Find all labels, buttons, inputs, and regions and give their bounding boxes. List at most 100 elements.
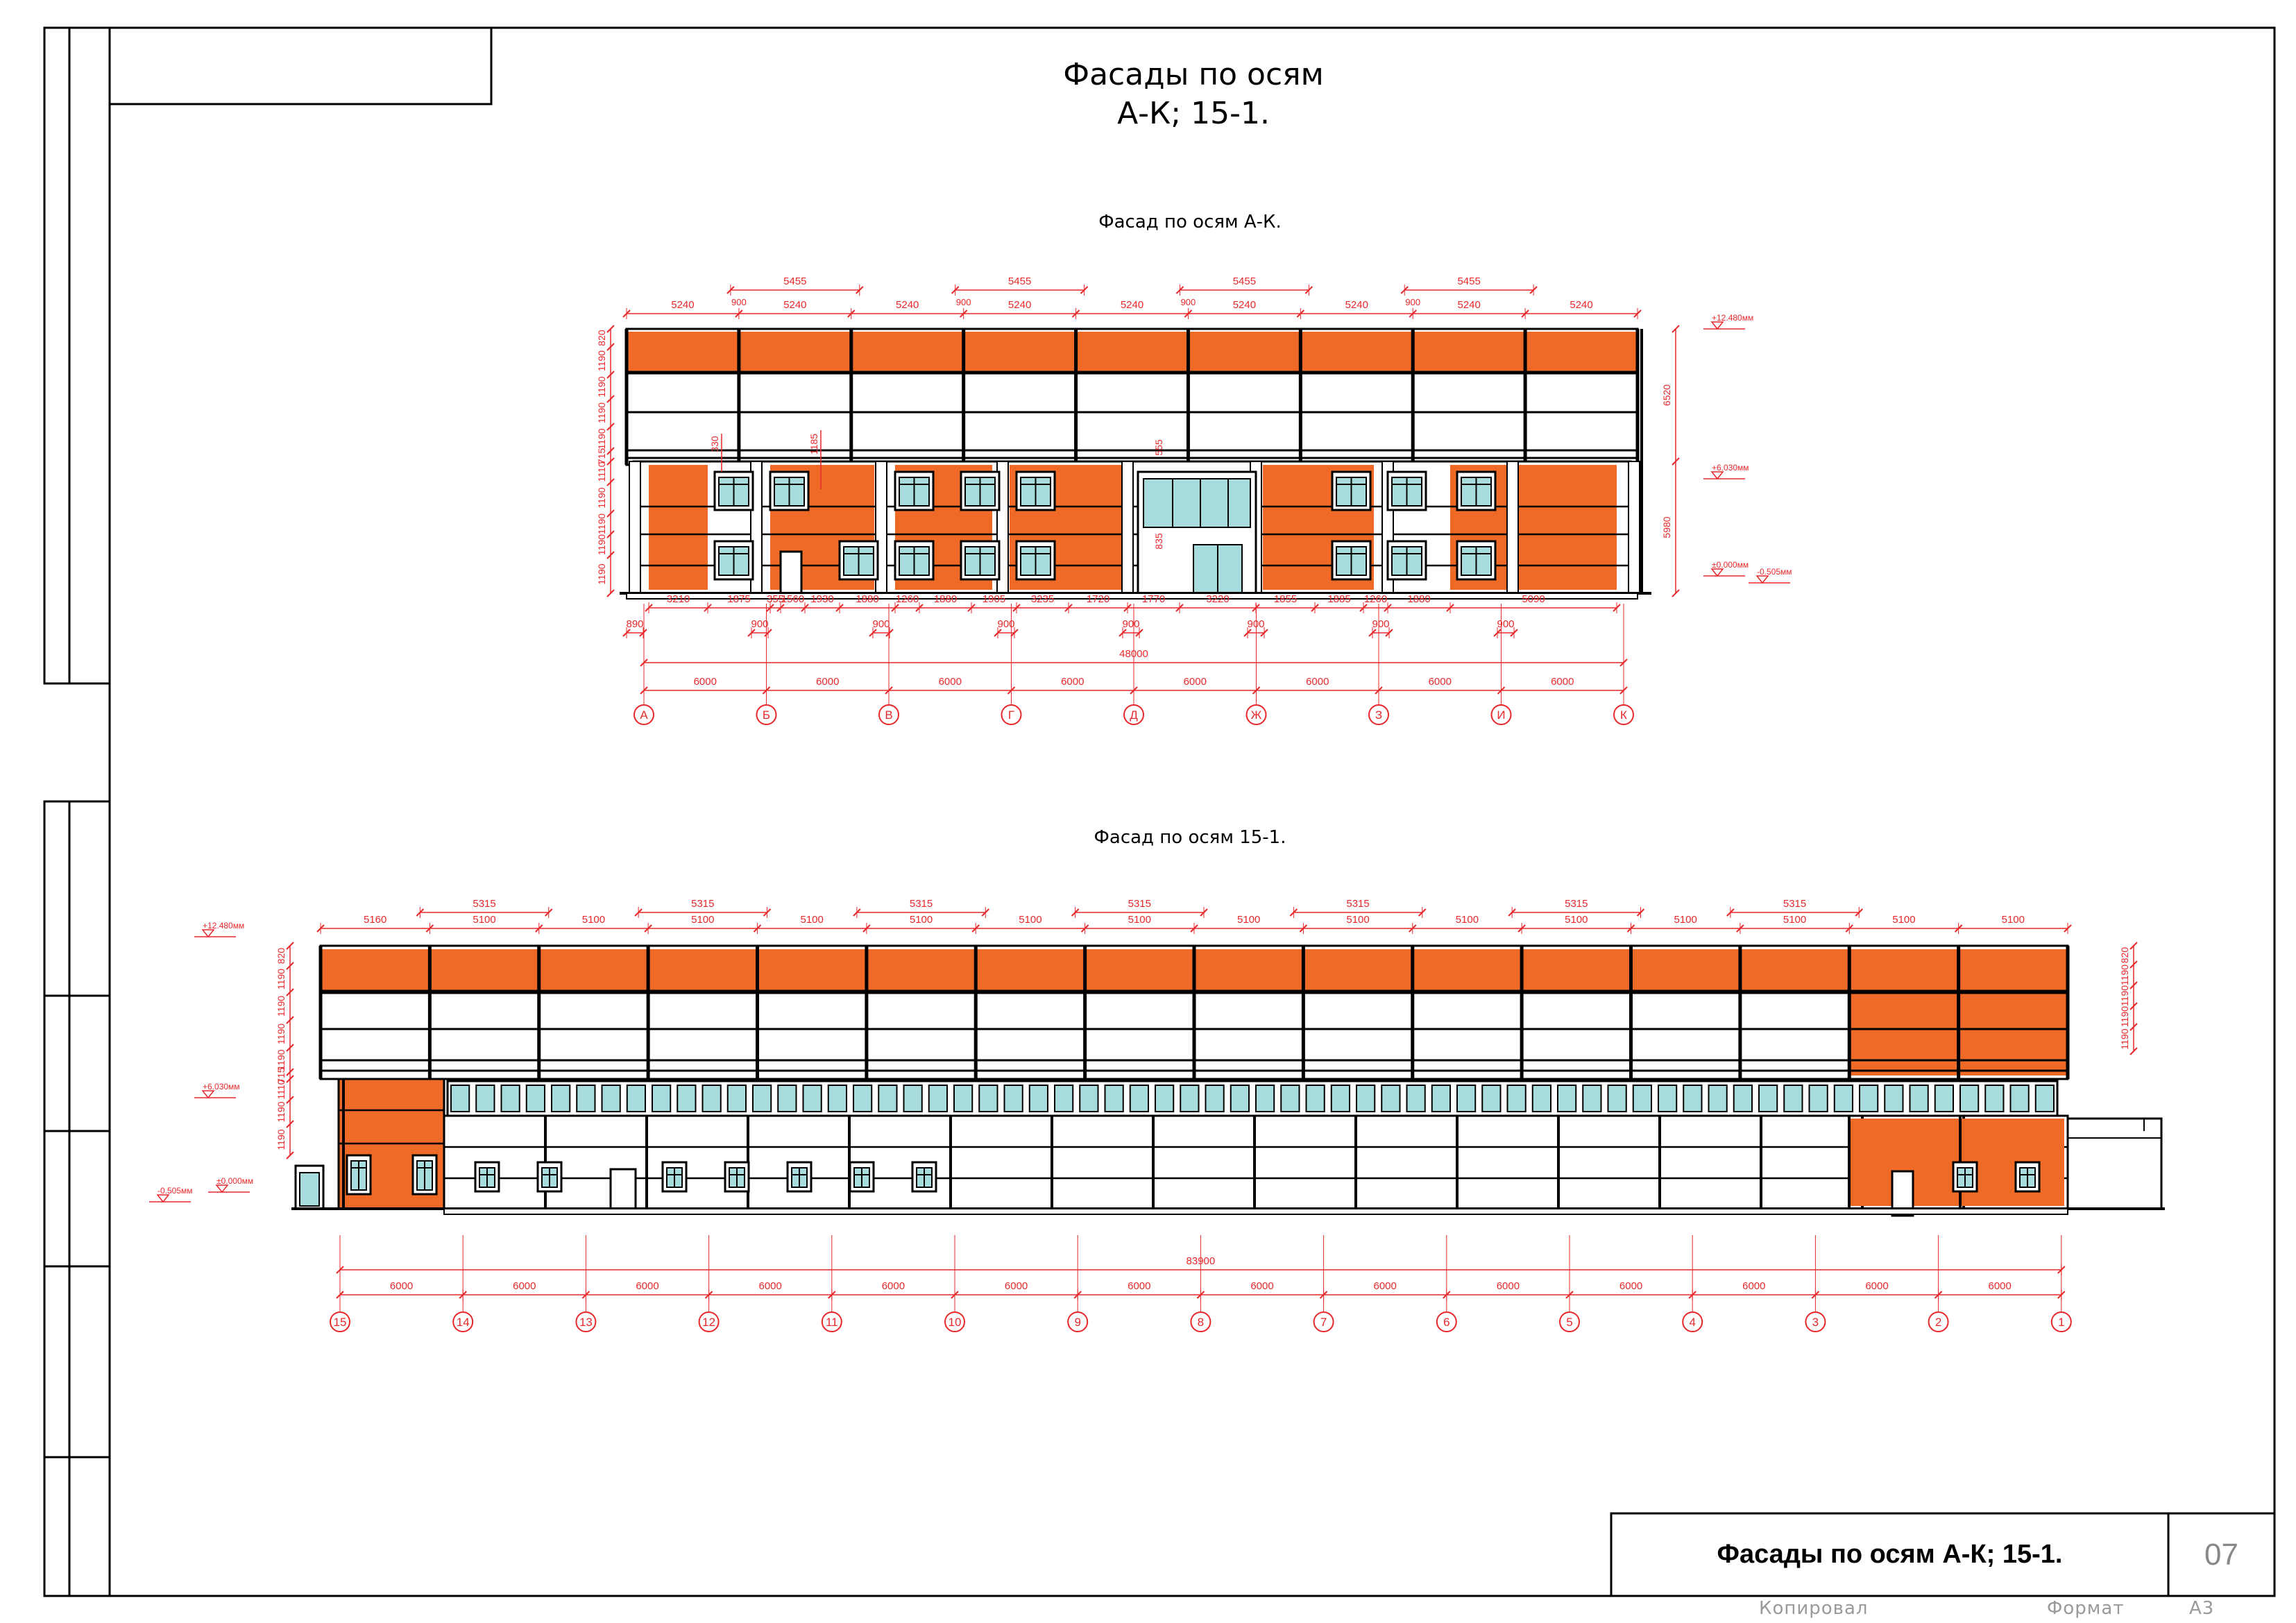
- f151-left-tick: [286, 1096, 294, 1104]
- ak-axis-1-circle: [756, 704, 777, 725]
- ak-bottom-1-label: 1880: [1407, 593, 1430, 605]
- f151-axis-11-circle: [1682, 1311, 1703, 1332]
- ak-axis-8-label: К: [1620, 708, 1627, 722]
- ribbon-window: [1406, 1085, 1426, 1112]
- ak-axis-chain-label: 6000: [939, 676, 962, 688]
- f151-axis-11-label: 4: [1689, 1316, 1695, 1329]
- ribbon-window: [576, 1085, 596, 1112]
- ak-axis-4-circle: [1123, 704, 1144, 725]
- ribbon-window: [1330, 1085, 1350, 1112]
- ak-axis-1-label: Б: [763, 708, 770, 722]
- ribbon-window: [2034, 1085, 2055, 1112]
- ak-axis-chain-label: 6000: [1551, 676, 1574, 688]
- ak-bottom-1-label: 355: [767, 593, 784, 605]
- f151-axis-2-circle: [575, 1311, 597, 1332]
- ribbon-window: [827, 1085, 847, 1112]
- ak-bottom-2-label: 900: [997, 618, 1014, 630]
- ribbon-window: [601, 1085, 621, 1112]
- ak-left-label: 715: [596, 448, 607, 465]
- f151-level-top-label: +12.480мм: [203, 921, 244, 931]
- upper-orange-panel: [627, 332, 739, 372]
- f151-axis-10-circle: [1559, 1311, 1580, 1332]
- ak-bottom-1-label: 1885: [1327, 593, 1350, 605]
- sheet-title-line1: Фасады по осям: [1063, 57, 1324, 92]
- ak-top-gap: 900: [956, 297, 971, 307]
- ribbon-window: [1079, 1085, 1099, 1112]
- f151-left-tick: [286, 962, 294, 970]
- f151-axis-10-label: 5: [1566, 1316, 1572, 1329]
- pilaster: [1121, 461, 1134, 594]
- footer-format-label: Формат: [2047, 1598, 2125, 1619]
- ak-inner-dim: 555: [1153, 439, 1164, 456]
- f151-left-tick: [286, 988, 294, 996]
- f151-left-label: 820: [275, 948, 287, 965]
- f151-axis-12-label: 3: [1812, 1316, 1819, 1329]
- ak-bottom-1-label: 3235: [1031, 593, 1054, 605]
- f151-level-top-marker: [201, 929, 215, 938]
- f151-axis-7-circle: [1190, 1311, 1211, 1332]
- ak-bottom-1-label: 1560: [781, 593, 804, 605]
- sheet-title-line2: А-К; 15-1.: [1117, 96, 1270, 131]
- ribbon-window: [551, 1085, 571, 1112]
- ribbon-window: [1683, 1085, 1703, 1112]
- ak-level-top-label: +12.480мм: [1712, 313, 1753, 323]
- footer-copied: Копировал: [1759, 1598, 1869, 1619]
- ak-axis-chain-label: 6000: [816, 676, 839, 688]
- f151-axis-3-circle: [698, 1311, 720, 1332]
- f151-left-label: 1190: [275, 1129, 287, 1150]
- ak-left-tick: [606, 447, 615, 455]
- ak-level-top-marker: [1710, 321, 1724, 330]
- ak-bottom-1-label: 1930: [810, 593, 833, 605]
- ribbon-window: [1531, 1085, 1551, 1112]
- ribbon-window: [1607, 1085, 1627, 1112]
- ribbon-window: [1280, 1085, 1300, 1112]
- f151-top-inner-label: 5100: [473, 914, 495, 926]
- f151-top-outer-label: 5315: [1783, 898, 1806, 910]
- pilaster: [1628, 461, 1640, 594]
- ak-bottom-1-label: 1855: [1274, 593, 1297, 605]
- ak-top-outer-label: 5455: [783, 275, 806, 287]
- upper-orange-panel: [1413, 332, 1526, 372]
- f151-axis-chain-label: 6000: [1250, 1280, 1273, 1292]
- ak-left-tick: [606, 509, 615, 518]
- title-block: [1610, 1512, 2276, 1597]
- upper-orange-panel: [738, 332, 851, 372]
- ak-axis-0-label: А: [640, 708, 648, 722]
- f151-level-ground-label: ±0.000мм: [216, 1176, 253, 1186]
- ak-bottom-2-label: 900: [872, 618, 890, 630]
- ak-bottom-1-label: 3220: [1206, 593, 1229, 605]
- ak-top-inner-label: 5240: [671, 299, 694, 311]
- f151-axis-chain-label: 6000: [1374, 1280, 1397, 1292]
- ak-bottom-1-label: 1260: [1364, 593, 1387, 605]
- ak-bottom-1-label: 1875: [727, 593, 750, 605]
- ak-level-ground-label: ±0.000мм: [1712, 560, 1749, 570]
- f151-right-tick: [2129, 1023, 2138, 1031]
- ak-axis-chain-label: 6000: [694, 676, 717, 688]
- ribbon-window: [1632, 1085, 1652, 1112]
- ak-level-base-label: -0.505мм: [1757, 567, 1792, 577]
- ribbon-window: [1305, 1085, 1325, 1112]
- ak-axis-chain-label: 6000: [1061, 676, 1084, 688]
- ribbon-window: [1758, 1085, 1778, 1112]
- footer-format-value: А3: [2189, 1598, 2215, 1619]
- ak-bottom-1-label: 5090: [1522, 593, 1545, 605]
- pilaster: [629, 461, 641, 594]
- ribbon-window: [1481, 1085, 1502, 1112]
- ak-bottom-1-label: 1720: [1087, 593, 1109, 605]
- f151-top-inner-label: 5100: [691, 914, 714, 926]
- ribbon-window: [701, 1085, 722, 1112]
- ak-axis-2-label: В: [885, 708, 892, 722]
- upper-orange-panel: [851, 332, 964, 372]
- left-binding-strip: [43, 26, 111, 1597]
- door: [779, 550, 803, 595]
- f151-left-tick: [286, 1016, 294, 1024]
- f151-axis-13-label: 2: [1935, 1316, 1941, 1329]
- ribbon-window: [903, 1085, 923, 1112]
- ribbon-window: [1356, 1085, 1376, 1112]
- f151-right-label: 1190: [2119, 985, 2130, 1006]
- f151-right-tick: [2129, 942, 2138, 950]
- ak-inner-dim: 330: [709, 436, 720, 452]
- ak-bottom-2-label: 900: [1372, 618, 1389, 630]
- lower-orange-panel: [649, 465, 708, 590]
- f151-left-label: 1190: [275, 1049, 287, 1070]
